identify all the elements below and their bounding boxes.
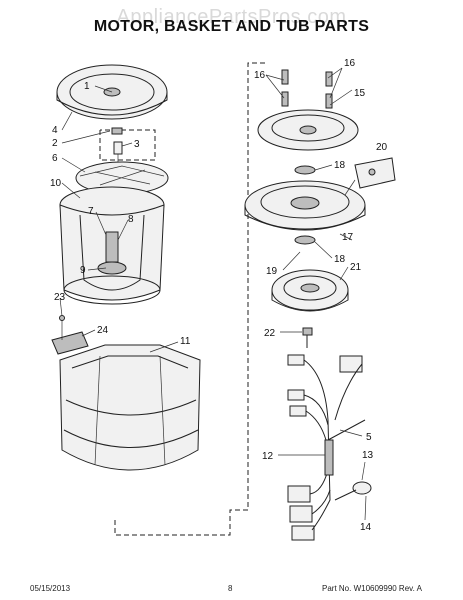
page-title: MOTOR, BASKET AND TUB PARTS bbox=[93, 18, 370, 35]
part-stator bbox=[271, 269, 349, 312]
callout-21: 21 bbox=[350, 262, 362, 273]
callout-22: 22 bbox=[264, 328, 276, 339]
callout-1: 1 bbox=[84, 81, 90, 92]
callout-7: 7 bbox=[88, 206, 94, 217]
footer-part-number: Part No. W10609990 Rev. A bbox=[322, 584, 422, 593]
part-nut-seal bbox=[111, 127, 123, 165]
callout-20: 20 bbox=[376, 142, 388, 153]
callout-5: 5 bbox=[366, 432, 372, 443]
part-bracket bbox=[51, 315, 89, 355]
callout-18a: 18 bbox=[334, 160, 346, 171]
callout-10: 10 bbox=[50, 178, 62, 189]
callout-12: 12 bbox=[262, 451, 274, 462]
part-outer-tub bbox=[59, 344, 201, 471]
part-hall-sensor bbox=[344, 157, 396, 196]
callout-14: 14 bbox=[360, 522, 372, 533]
footer-date: 05/15/2013 bbox=[30, 584, 71, 593]
leader-lines bbox=[59, 67, 367, 521]
callout-9: 9 bbox=[80, 265, 86, 276]
part-wire-harness bbox=[287, 354, 372, 541]
callout-3: 3 bbox=[134, 139, 140, 150]
callout-17: 17 bbox=[342, 232, 354, 243]
part-rotor bbox=[244, 180, 366, 231]
callout-labels: 1 2 3 4 5 6 7 8 9 10 11 12 13 14 15 16 1… bbox=[50, 58, 388, 533]
part-basket-cap bbox=[75, 161, 169, 195]
callout-4: 4 bbox=[52, 125, 58, 136]
callout-24: 24 bbox=[97, 325, 109, 336]
callout-15: 15 bbox=[354, 88, 366, 99]
callout-16a: 16 bbox=[254, 70, 266, 81]
callout-19: 19 bbox=[266, 266, 278, 277]
part-motor-mount bbox=[257, 69, 359, 151]
callout-23: 23 bbox=[54, 292, 66, 303]
assembly-guide-lines bbox=[99, 62, 265, 536]
watermark: AppliancePartsPros.com bbox=[116, 6, 347, 28]
part-bolt bbox=[302, 327, 313, 348]
callout-11: 11 bbox=[180, 336, 191, 347]
footer-page: 8 bbox=[228, 584, 233, 593]
callout-18b: 18 bbox=[334, 254, 346, 265]
part-wash-basket bbox=[59, 186, 165, 305]
callout-13: 13 bbox=[362, 450, 374, 461]
callout-2: 2 bbox=[52, 138, 58, 149]
callout-6: 6 bbox=[52, 153, 58, 164]
callout-8: 8 bbox=[128, 214, 134, 225]
callout-16b: 16 bbox=[344, 58, 356, 69]
